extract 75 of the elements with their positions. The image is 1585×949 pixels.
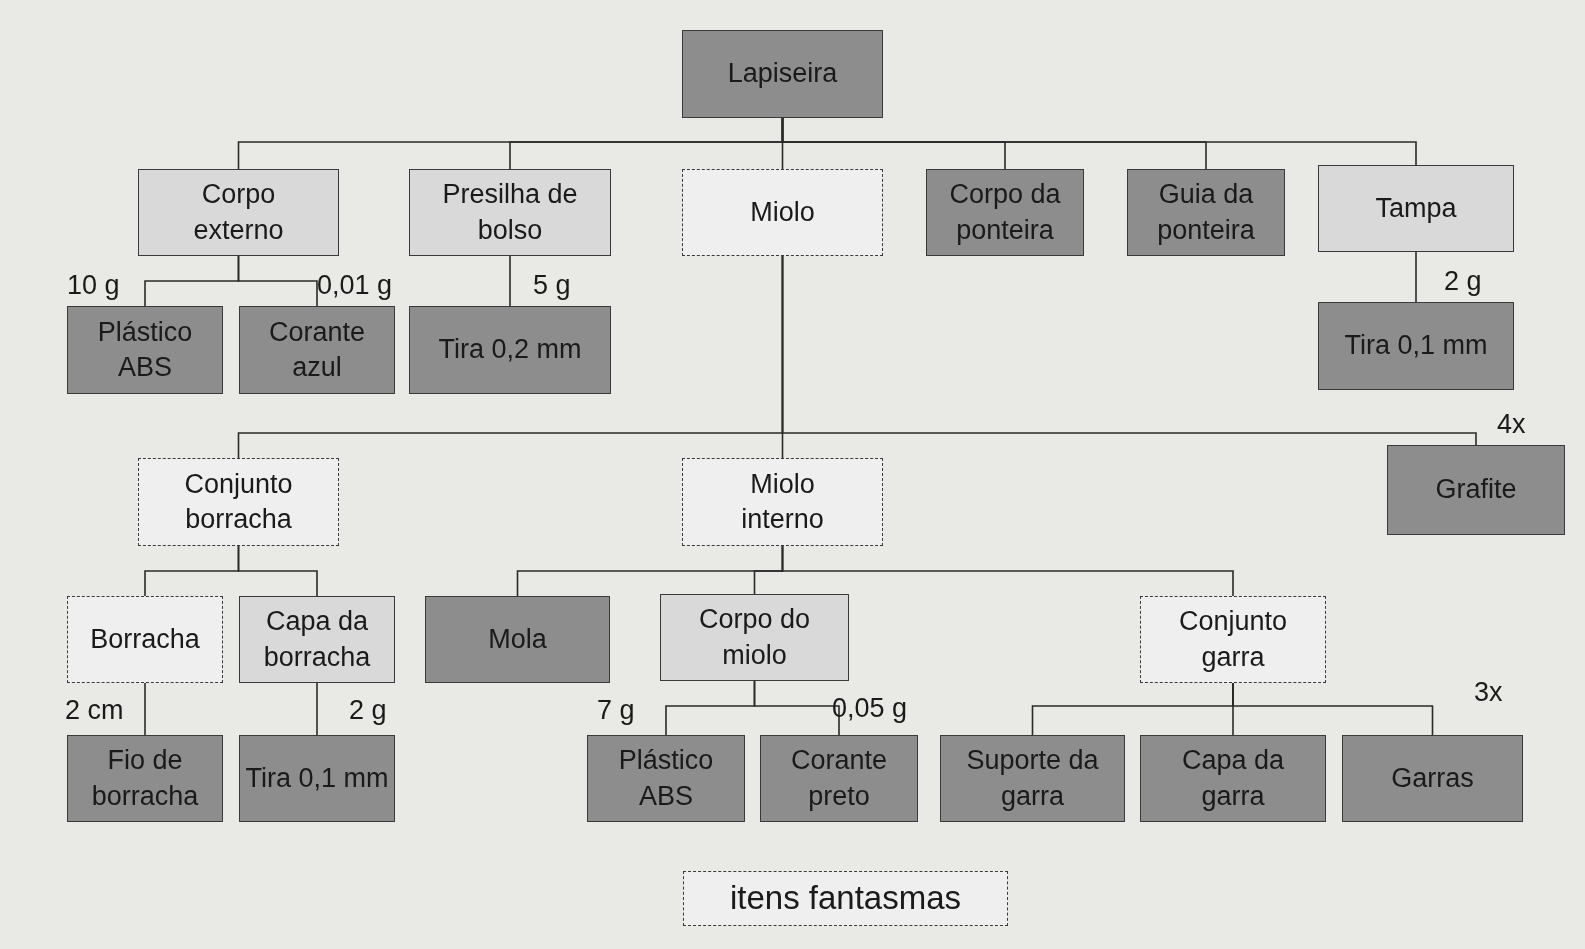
phantom-item-box [67,596,223,683]
connector-line [781,117,1417,166]
node-label: Corpo da ponteira [948,178,1062,247]
quantity-label: 2 g [1444,266,1482,297]
node-label: Guia da ponteira [1156,178,1256,247]
node-label: Grafite [1434,473,1518,507]
node-label: Suporte da garra [965,744,1100,813]
connector-line [1232,682,1434,736]
part-box [239,735,395,822]
phantom-item-box [683,871,1008,926]
phantom-item-box [682,169,883,256]
node-label: Conjunto garra [1177,605,1289,674]
part-box [682,30,883,118]
node-label: Miolo [749,195,816,229]
part-box [409,306,611,394]
part-box [425,596,610,683]
node-label: itens fantasmas [728,878,963,919]
connector-line [781,545,1234,597]
component-box [660,594,849,681]
node-label: Plástico ABS [617,744,715,813]
part-box [1342,735,1523,822]
node-label: Plástico ABS [96,315,194,384]
connector-line [316,682,318,736]
node-label: Corante preto [789,744,889,813]
connector-line [509,255,511,307]
node-label: Lapiseira [726,57,839,91]
part-box [67,735,223,822]
part-box [926,169,1084,256]
node-label: Corpo do miolo [697,603,812,672]
node-label: Tira 0,1 mm [1343,329,1489,363]
quantity-label: 3x [1474,677,1503,708]
component-box [1318,165,1514,252]
part-box [1318,302,1514,390]
quantity-label: 5 g [533,270,571,301]
connector-line [237,545,318,597]
node-label: Tira 0,1 mm [244,761,390,795]
part-box [760,735,918,822]
node-label: Garras [1390,761,1475,795]
component-box [239,596,395,683]
connector-line [237,255,318,307]
quantity-label: 2 g [349,695,387,726]
node-label: Corante azul [267,315,367,384]
component-box [138,169,339,256]
node-label: Miolo interno [740,467,825,536]
part-box [1140,735,1326,822]
node-label: Mola [487,622,548,656]
quantity-label: 0,05 g [832,693,908,724]
node-label: Fio de borracha [90,744,200,813]
part-box [940,735,1125,822]
node-label: Capa da borracha [262,605,372,674]
part-box [1127,169,1285,256]
phantom-item-box [682,458,883,546]
node-label: Borracha [89,622,201,656]
connector-line [753,680,840,736]
quantity-label: 7 g [597,695,635,726]
component-box [409,169,611,256]
node-label: Tampa [1374,191,1458,225]
phantom-item-box [138,458,339,546]
node-label: Corpo externo [192,178,285,247]
quantity-label: 4x [1497,409,1526,440]
quantity-label: 10 g [67,270,120,301]
part-box [67,306,223,394]
quantity-label: 2 cm [65,695,124,726]
connector-line [1415,251,1417,303]
connector-line [781,255,1477,446]
quantity-label: 0,01 g [317,270,393,301]
connector-line [144,682,146,736]
node-label: Conjunto borracha [183,467,294,536]
part-box [1387,445,1565,535]
node-label: Capa da garra [1180,744,1286,813]
phantom-item-box [1140,596,1326,683]
part-box [239,306,395,394]
node-label: Presilha de bolso [441,178,579,247]
node-label: Tira 0,2 mm [437,333,583,367]
part-box [587,735,745,822]
